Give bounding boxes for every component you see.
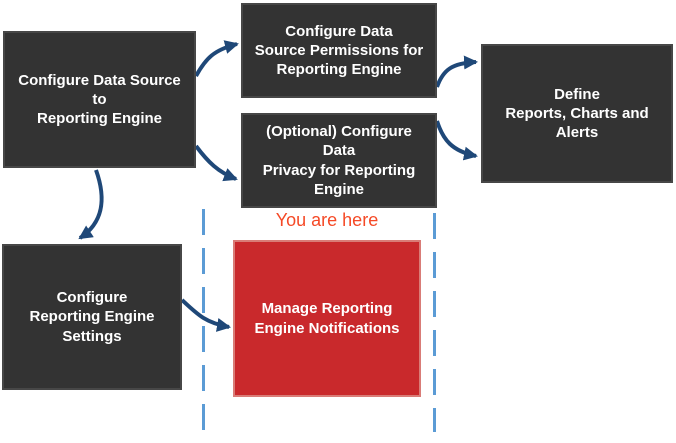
step-label: Manage Reporting Engine Notifications: [254, 300, 400, 337]
step-label: Configure Reporting Engine Settings: [29, 289, 155, 345]
step-manage-reporting-engine-notifications-current: Manage Reporting Engine Notifications: [233, 240, 421, 397]
step-configure-reporting-engine-settings: Configure Reporting Engine Settings: [2, 244, 182, 390]
step-label: (Optional) Configure Data Privacy for Re…: [262, 123, 416, 198]
arrow-source-to-privacy: [194, 144, 238, 182]
arrow-source-to-permissions: [194, 40, 239, 77]
arrow-privacy-to-define: [435, 120, 478, 161]
step-configure-data-privacy: (Optional) Configure Data Privacy for Re…: [241, 113, 437, 208]
step-configure-data-source: Configure Data Source to Reporting Engin…: [3, 31, 196, 168]
arrow-source-to-settings: [78, 169, 104, 240]
you-are-here-annotation: You are here: [275, 210, 379, 230]
arrow-settings-to-manage: [180, 298, 231, 332]
step-label: Define Reports, Charts and Alerts: [505, 85, 649, 142]
step-define-reports-charts-alerts: Define Reports, Charts and Alerts: [481, 44, 673, 183]
step-label: Configure Data Source to Reporting Engin…: [18, 71, 181, 128]
arrow-permissions-to-define: [435, 55, 478, 88]
step-label: Configure Data Source Permissions for Re…: [254, 22, 424, 79]
step-configure-data-source-permissions: Configure Data Source Permissions for Re…: [241, 3, 437, 98]
